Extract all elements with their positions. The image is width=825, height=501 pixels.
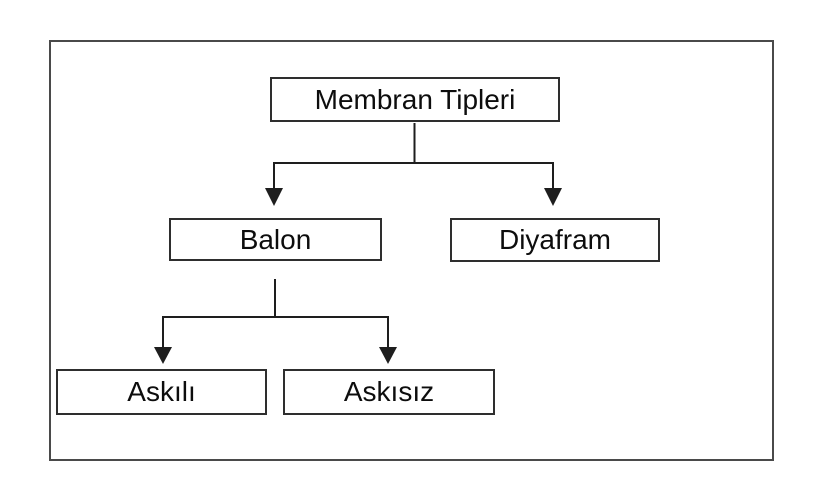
node-askili: Askılı: [56, 369, 267, 415]
node-balon: Balon: [169, 218, 382, 261]
node-membran-tipleri: Membran Tipleri: [270, 77, 560, 122]
node-askisiz: Askısız: [283, 369, 495, 415]
node-diyafram: Diyafram: [450, 218, 660, 262]
